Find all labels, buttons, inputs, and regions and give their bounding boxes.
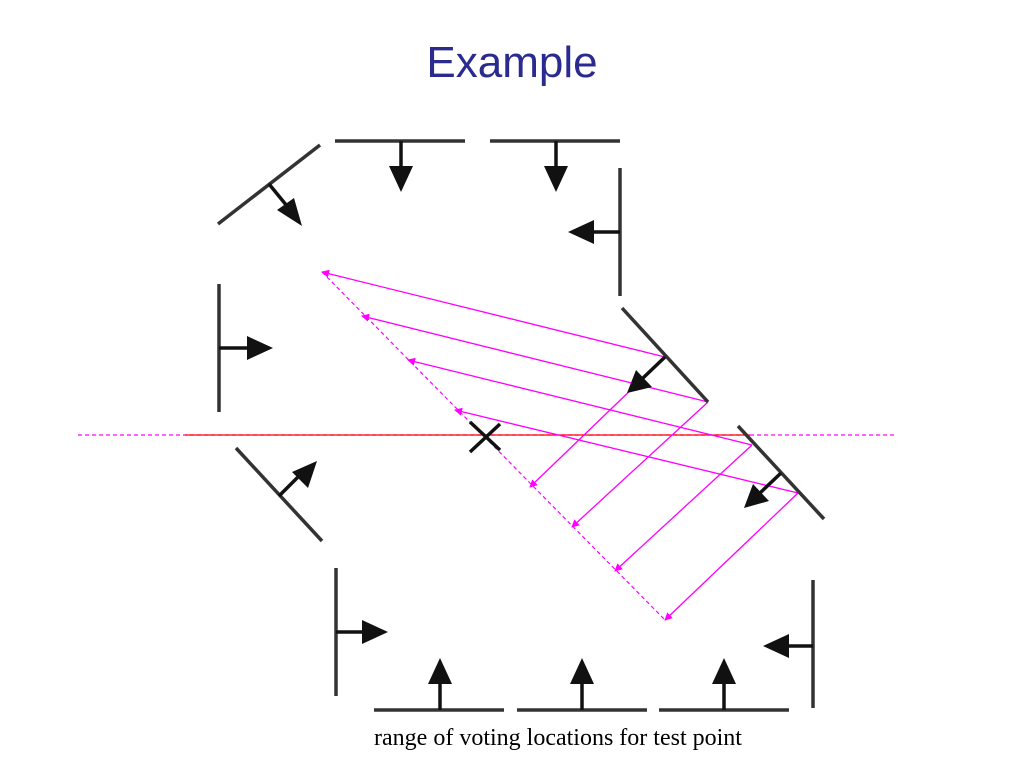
arrow-icon [292,461,317,488]
vote-rays [321,269,799,621]
edge-left-lower [334,568,388,696]
arrow-icon [744,484,769,508]
x-cross-marker [468,420,502,454]
vote-ray [321,269,666,358]
arrow-icon [544,166,568,192]
vote-ray [664,492,799,621]
edge-right-upper [568,168,622,296]
edge-bottom-1 [374,658,504,712]
vote-ray [407,357,753,446]
vote-ray [571,401,709,528]
arrow-icon [568,220,594,244]
vote-ray [361,313,709,403]
arrow-icon [247,336,273,360]
arrow-icon [570,658,594,684]
edge-right-lower [763,580,815,708]
edge-left [217,284,273,412]
voting-range-line [321,271,666,621]
arrow-icon [277,198,302,226]
edge-top-2 [490,139,620,192]
edge-right-diagonal-2 [736,424,826,521]
edge-bottom-2 [517,658,647,712]
slide-title: Example [426,38,598,87]
diagram-caption: range of voting locations for test point [374,725,742,751]
arrow-icon [763,634,789,658]
edge-right-diagonal-1 [620,306,710,404]
vote-ray [614,444,753,572]
arrow-icon [627,370,652,393]
vote-ray [454,407,799,494]
arrow-icon [362,620,388,644]
arrow-icon [712,658,736,684]
arrow-icon [389,166,413,192]
edge-bottom-left [234,446,324,543]
edge-elements [216,139,826,712]
edge-top-1 [335,139,465,192]
edge-top-left [216,143,322,226]
edge-bottom-3 [659,658,789,712]
arrow-icon [428,658,452,684]
